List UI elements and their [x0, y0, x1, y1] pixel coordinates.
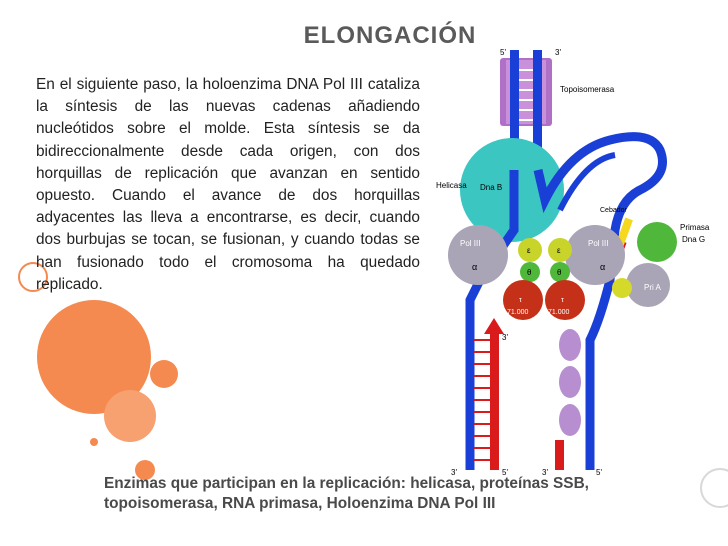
ssb-3 [559, 404, 581, 436]
label-dnab: Dna B [480, 183, 502, 192]
label-theta-right: θ [557, 268, 562, 277]
tau-left [503, 280, 543, 320]
label-bottom-5a: 5' [502, 468, 508, 477]
decorative-circle-tiny [135, 460, 155, 480]
tau-right [545, 280, 585, 320]
okazaki-fragment [555, 440, 564, 470]
label-tau-left: τ [519, 297, 522, 304]
label-cebador: Cebador [600, 207, 628, 214]
label-alpha-left: α [472, 262, 477, 272]
label-alpha-right: α [600, 262, 605, 272]
label-epsilon-right: ε [557, 246, 561, 255]
theta-left [520, 262, 540, 282]
label-pol3-left: Pol III [460, 239, 480, 248]
pria [626, 263, 670, 307]
svg-text:Dna G: Dna G [682, 235, 705, 244]
label-3prime-top: 3' [555, 48, 561, 57]
primase-dnag [637, 222, 677, 262]
decorative-circle-outline-right [700, 468, 728, 508]
label-5prime-top: 5' [500, 48, 506, 57]
decorative-circle-outline [18, 262, 48, 292]
ssb-2 [559, 366, 581, 398]
label-theta-left: θ [527, 268, 532, 277]
label-bottom-3b: 3' [542, 468, 548, 477]
parental-strand-right [533, 50, 542, 170]
label-bottom-3a: 3' [451, 468, 457, 477]
parental-strand-left [510, 50, 519, 170]
label-tau-mass-right: 71.000 [548, 309, 570, 316]
decorative-dot [90, 438, 98, 446]
label-helicasa: Helicasa [436, 181, 467, 190]
label-3prime-mid: 3' [502, 333, 508, 342]
decorative-circle-small [150, 360, 178, 388]
leading-new-strand [490, 330, 499, 470]
pol3-right [565, 225, 625, 285]
label-pol3-right: Pol III [588, 239, 608, 248]
pol3-left [448, 225, 508, 285]
slide-body-text: En el siguiente paso, la holoenzima DNA … [36, 76, 420, 293]
slide-title: ELONGACIÓN [303, 22, 477, 49]
label-tau-mass-left: 71.000 [507, 309, 529, 316]
theta-right [550, 262, 570, 282]
label-epsilon-left: ε [527, 246, 531, 255]
epsilon-right [548, 238, 572, 262]
label-topoisomerasa: Topoisomerasa [560, 85, 615, 94]
ssb-1 [559, 329, 581, 361]
label-tau-right: τ [561, 297, 564, 304]
lagging-template-strand [533, 132, 667, 470]
label-primasa: Primasa [680, 223, 710, 232]
epsilon-left [518, 238, 542, 262]
decorative-circle-medium [104, 390, 156, 442]
label-pria: Pri A [644, 283, 662, 292]
label-bottom-5b: 5' [596, 468, 602, 477]
slide-caption: Enzimas que participan en la replicación… [104, 475, 589, 512]
